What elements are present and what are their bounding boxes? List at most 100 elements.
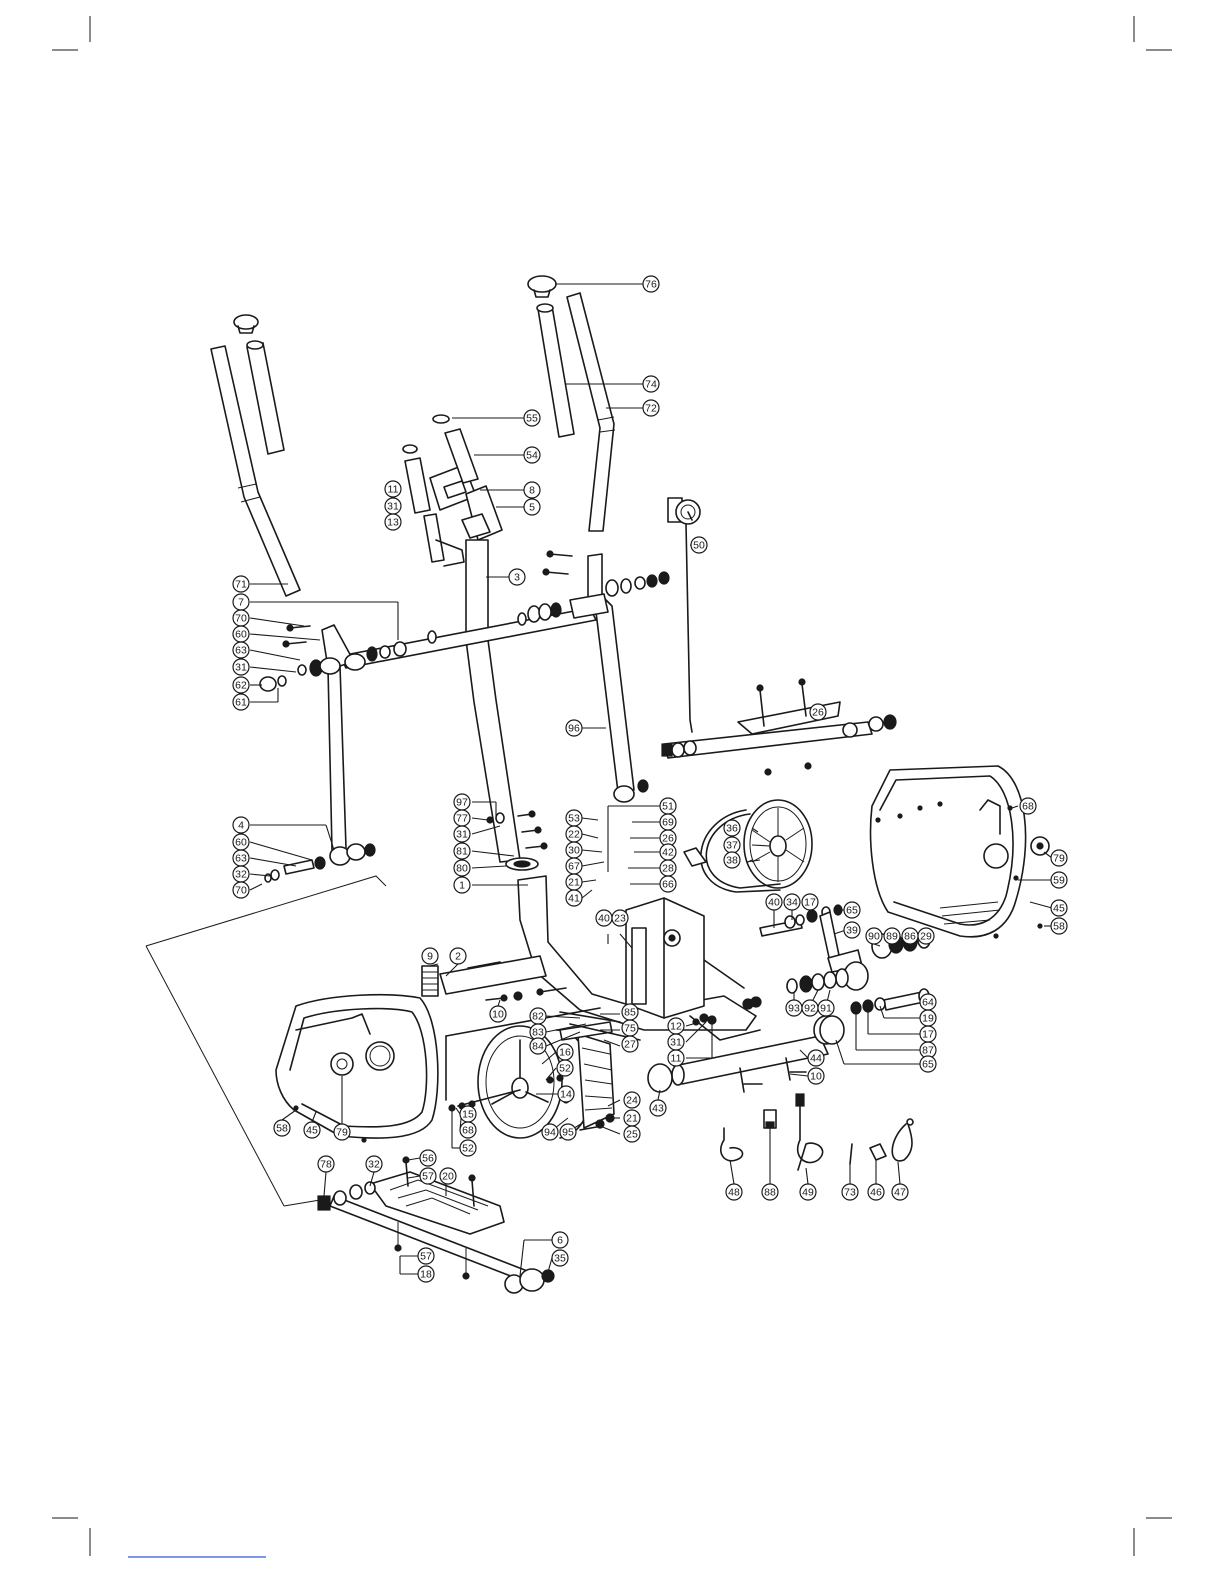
callout-circle (523, 498, 541, 516)
part-callout-46: 46 (867, 1183, 885, 1201)
part-callout-93: 93 (785, 999, 803, 1017)
callout-label: 12 (670, 1021, 682, 1033)
part-callout-82: 82 (529, 1007, 547, 1025)
callout-label: 3 (514, 572, 520, 584)
part-callout-17: 17 (919, 1025, 937, 1043)
callout-label: 77 (456, 813, 468, 825)
callout-label: 85 (624, 1007, 636, 1019)
callout-label: 17 (804, 897, 816, 909)
callout-circle (459, 1139, 477, 1157)
part-callout-65: 65 (919, 1055, 937, 1073)
mast-bottom-parts (486, 810, 548, 871)
part-callout-43: 43 (649, 1099, 667, 1117)
part-callout-97: 97 (453, 793, 471, 811)
callout-label: 65 (846, 905, 858, 917)
callout-label: 83 (532, 1027, 544, 1039)
part-callout-91: 91 (817, 999, 835, 1017)
callout-label: 95 (562, 1127, 574, 1139)
callout-circle (623, 1125, 641, 1143)
callout-label: 64 (922, 997, 934, 1009)
callout-circle (1019, 797, 1037, 815)
callout-label: 91 (820, 1003, 832, 1015)
callout-label: 82 (532, 1011, 544, 1023)
callout-circle (723, 819, 741, 837)
callout-label: 81 (456, 846, 468, 858)
callout-label: 53 (568, 813, 580, 825)
part-callout-95: 95 (559, 1123, 577, 1141)
part-callout-52: 52 (556, 1059, 574, 1077)
callout-circle (365, 1155, 383, 1173)
callout-label: 32 (235, 869, 247, 881)
part-callout-94: 94 (541, 1123, 559, 1141)
part-callout-29: 29 (917, 927, 935, 945)
part-callout-1: 1 (453, 876, 471, 894)
callout-circle (919, 1055, 937, 1073)
part-callout-92: 92 (801, 999, 819, 1017)
callout-label: 24 (626, 1095, 638, 1107)
callout-label: 11 (671, 1053, 682, 1065)
part-callout-14: 14 (557, 1085, 575, 1103)
callout-circle (690, 536, 708, 554)
part-callout-24: 24 (623, 1091, 641, 1109)
part-callout-38: 38 (723, 851, 741, 869)
callout-label: 43 (652, 1103, 664, 1115)
part-callout-58: 58 (273, 1119, 291, 1137)
part-callout-9: 9 (421, 947, 439, 965)
upper-stabilizer (661, 678, 897, 776)
callout-label: 70 (235, 885, 247, 897)
part-callout-47: 47 (891, 1183, 909, 1201)
callout-label: 63 (235, 645, 247, 657)
callout-label: 58 (276, 1123, 288, 1135)
callout-label: 54 (526, 450, 538, 462)
callout-circle (783, 893, 801, 911)
callout-label: 21 (626, 1113, 638, 1125)
part-callout-31: 31 (453, 825, 471, 843)
callout-circle (551, 1231, 569, 1249)
callout-circle (621, 1035, 639, 1053)
callout-circle (611, 909, 629, 927)
part-callout-15: 15 (459, 1105, 477, 1123)
callout-label: 86 (904, 931, 916, 943)
part-callout-26: 26 (809, 703, 827, 721)
callout-label: 10 (810, 1071, 822, 1083)
part-callout-64: 64 (919, 993, 937, 1011)
part-callout-6: 6 (551, 1231, 569, 1249)
tension-knob (667, 497, 701, 733)
callout-label: 61 (235, 697, 247, 709)
callout-circle (559, 1123, 577, 1141)
part-callout-7: 7 (232, 593, 250, 611)
callout-circle (459, 1121, 477, 1139)
rear-stabilizer (647, 1015, 839, 1093)
callout-circle (1050, 917, 1068, 935)
callout-label: 49 (802, 1187, 814, 1199)
part-callout-70: 70 (232, 881, 250, 899)
part-callout-85: 85 (621, 1003, 639, 1021)
callout-circle (799, 1183, 817, 1201)
callout-circle (761, 1183, 779, 1201)
callout-circle (649, 1099, 667, 1117)
part-callout-84: 84 (529, 1037, 547, 1055)
callout-label: 1 (459, 880, 465, 892)
callout-circle (565, 889, 583, 907)
part-callout-63: 63 (232, 641, 250, 659)
part-callout-23: 23 (611, 909, 629, 927)
callout-label: 84 (532, 1041, 544, 1053)
part-callout-61: 61 (232, 693, 250, 711)
part-callout-10: 10 (489, 1005, 507, 1023)
right-chain-cover (869, 765, 1050, 939)
outline-boundary (145, 875, 387, 1207)
callout-circle (807, 1049, 825, 1067)
part-callout-18: 18 (417, 1265, 435, 1283)
callout-label: 46 (870, 1187, 882, 1199)
callout-label: 16 (559, 1047, 571, 1059)
callout-label: 60 (235, 837, 247, 849)
callout-circle (384, 480, 402, 498)
callout-label: 55 (526, 413, 538, 425)
part-callout-36: 36 (723, 819, 741, 837)
part-callout-13: 13 (384, 513, 402, 531)
callout-label: 15 (462, 1109, 474, 1121)
callout-label: 31 (670, 1037, 682, 1049)
part-callout-21: 21 (623, 1109, 641, 1127)
part-callout-11: 11 (384, 480, 402, 498)
callout-label: 97 (456, 797, 468, 809)
